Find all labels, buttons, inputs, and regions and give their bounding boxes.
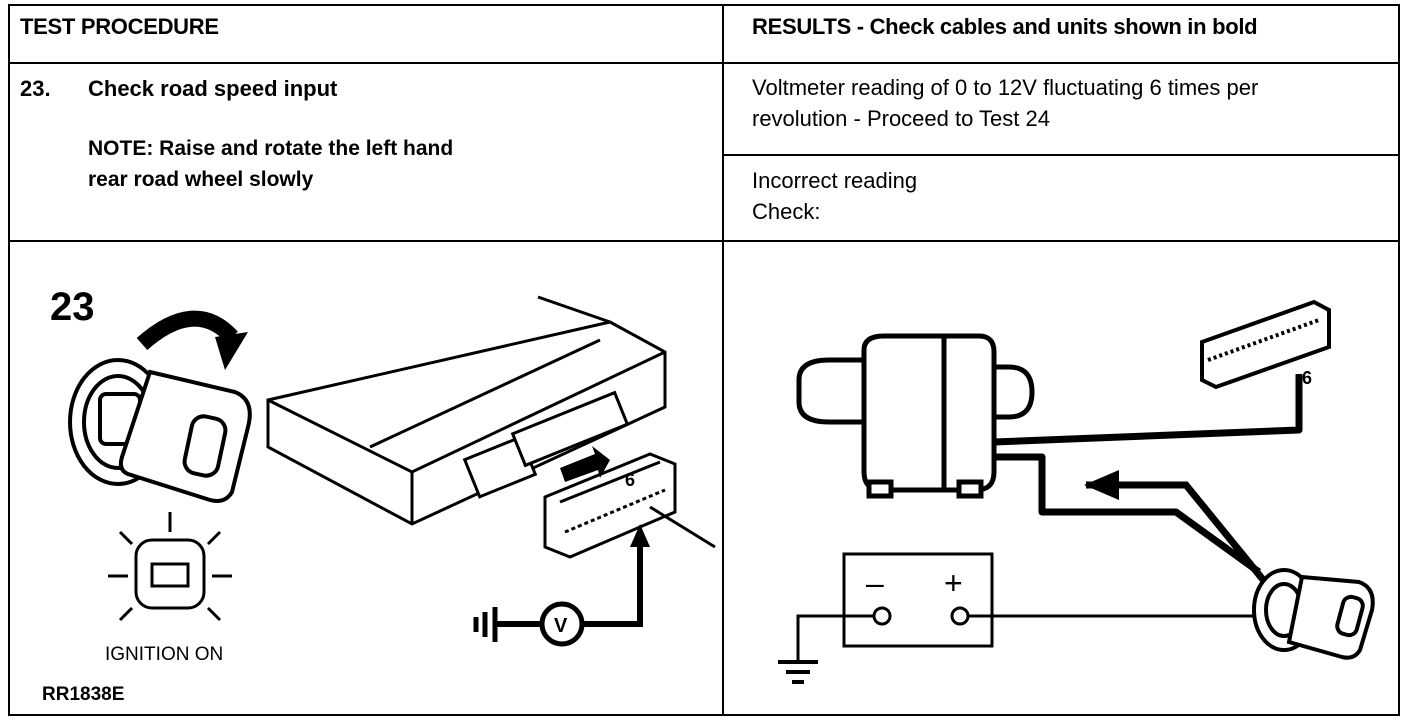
speed-sensor [796,333,1035,499]
step-note-line2: rear road wheel slowly [88,168,314,191]
left-illustration: 23 IGNITION ON RR1838E [42,285,716,705]
meter-wiring [495,542,643,627]
pin-label-left: 6 [625,470,635,490]
connector-plug [1200,299,1331,390]
result-fail-line2: Check: [752,199,821,224]
probe-lead [649,505,716,549]
ignition-feed-wiring [1086,481,1272,590]
ecu-unit [266,295,667,526]
disconnect-arrow-icon [560,446,610,482]
ground-symbol-icon [473,607,498,642]
battery-minus-label: – [866,565,884,601]
step-number-label: 23 [50,285,95,329]
header-test-procedure: TEST PROCEDURE [20,14,219,39]
right-illustration: 6 – + [778,299,1375,684]
battery-wiring [796,614,1266,662]
rotate-arrow-icon [136,310,248,370]
step-note-line1: NOTE: Raise and rotate the left hand [88,137,454,160]
flow-arrow-icon [1084,470,1119,500]
figure-reference: RR1838E [42,684,124,705]
ignition-switch-icon [1252,568,1375,660]
harness-plug [543,452,677,559]
column-divider [722,4,724,716]
test-table [8,4,1400,716]
pin-label-right: 6 [1302,368,1312,388]
row-divider [8,240,1400,242]
header-divider [8,62,1400,64]
result-fail-line1: Incorrect reading [752,168,918,193]
result-pass-line1: Voltmeter reading of 0 to 12V fluctuatin… [752,75,1259,100]
voltmeter-label: V [554,615,568,637]
battery [842,552,994,648]
warning-lamp-icon [108,512,232,622]
sensor-wiring [993,374,1303,575]
result-divider [722,154,1400,156]
battery-plus-label: + [944,565,963,601]
header-results: RESULTS - Check cables and units shown i… [752,14,1258,39]
ignition-key-icon [68,358,252,503]
ignition-on-label: IGNITION ON [105,644,223,665]
result-pass-line2: revolution - Proceed to Test 24 [752,106,1050,131]
voltmeter-icon: V [539,601,585,647]
probe-arrow-icon [630,524,650,547]
step-title: Check road speed input [88,76,338,101]
step-number: 23. [20,76,51,101]
earth-symbol-icon [778,660,818,684]
